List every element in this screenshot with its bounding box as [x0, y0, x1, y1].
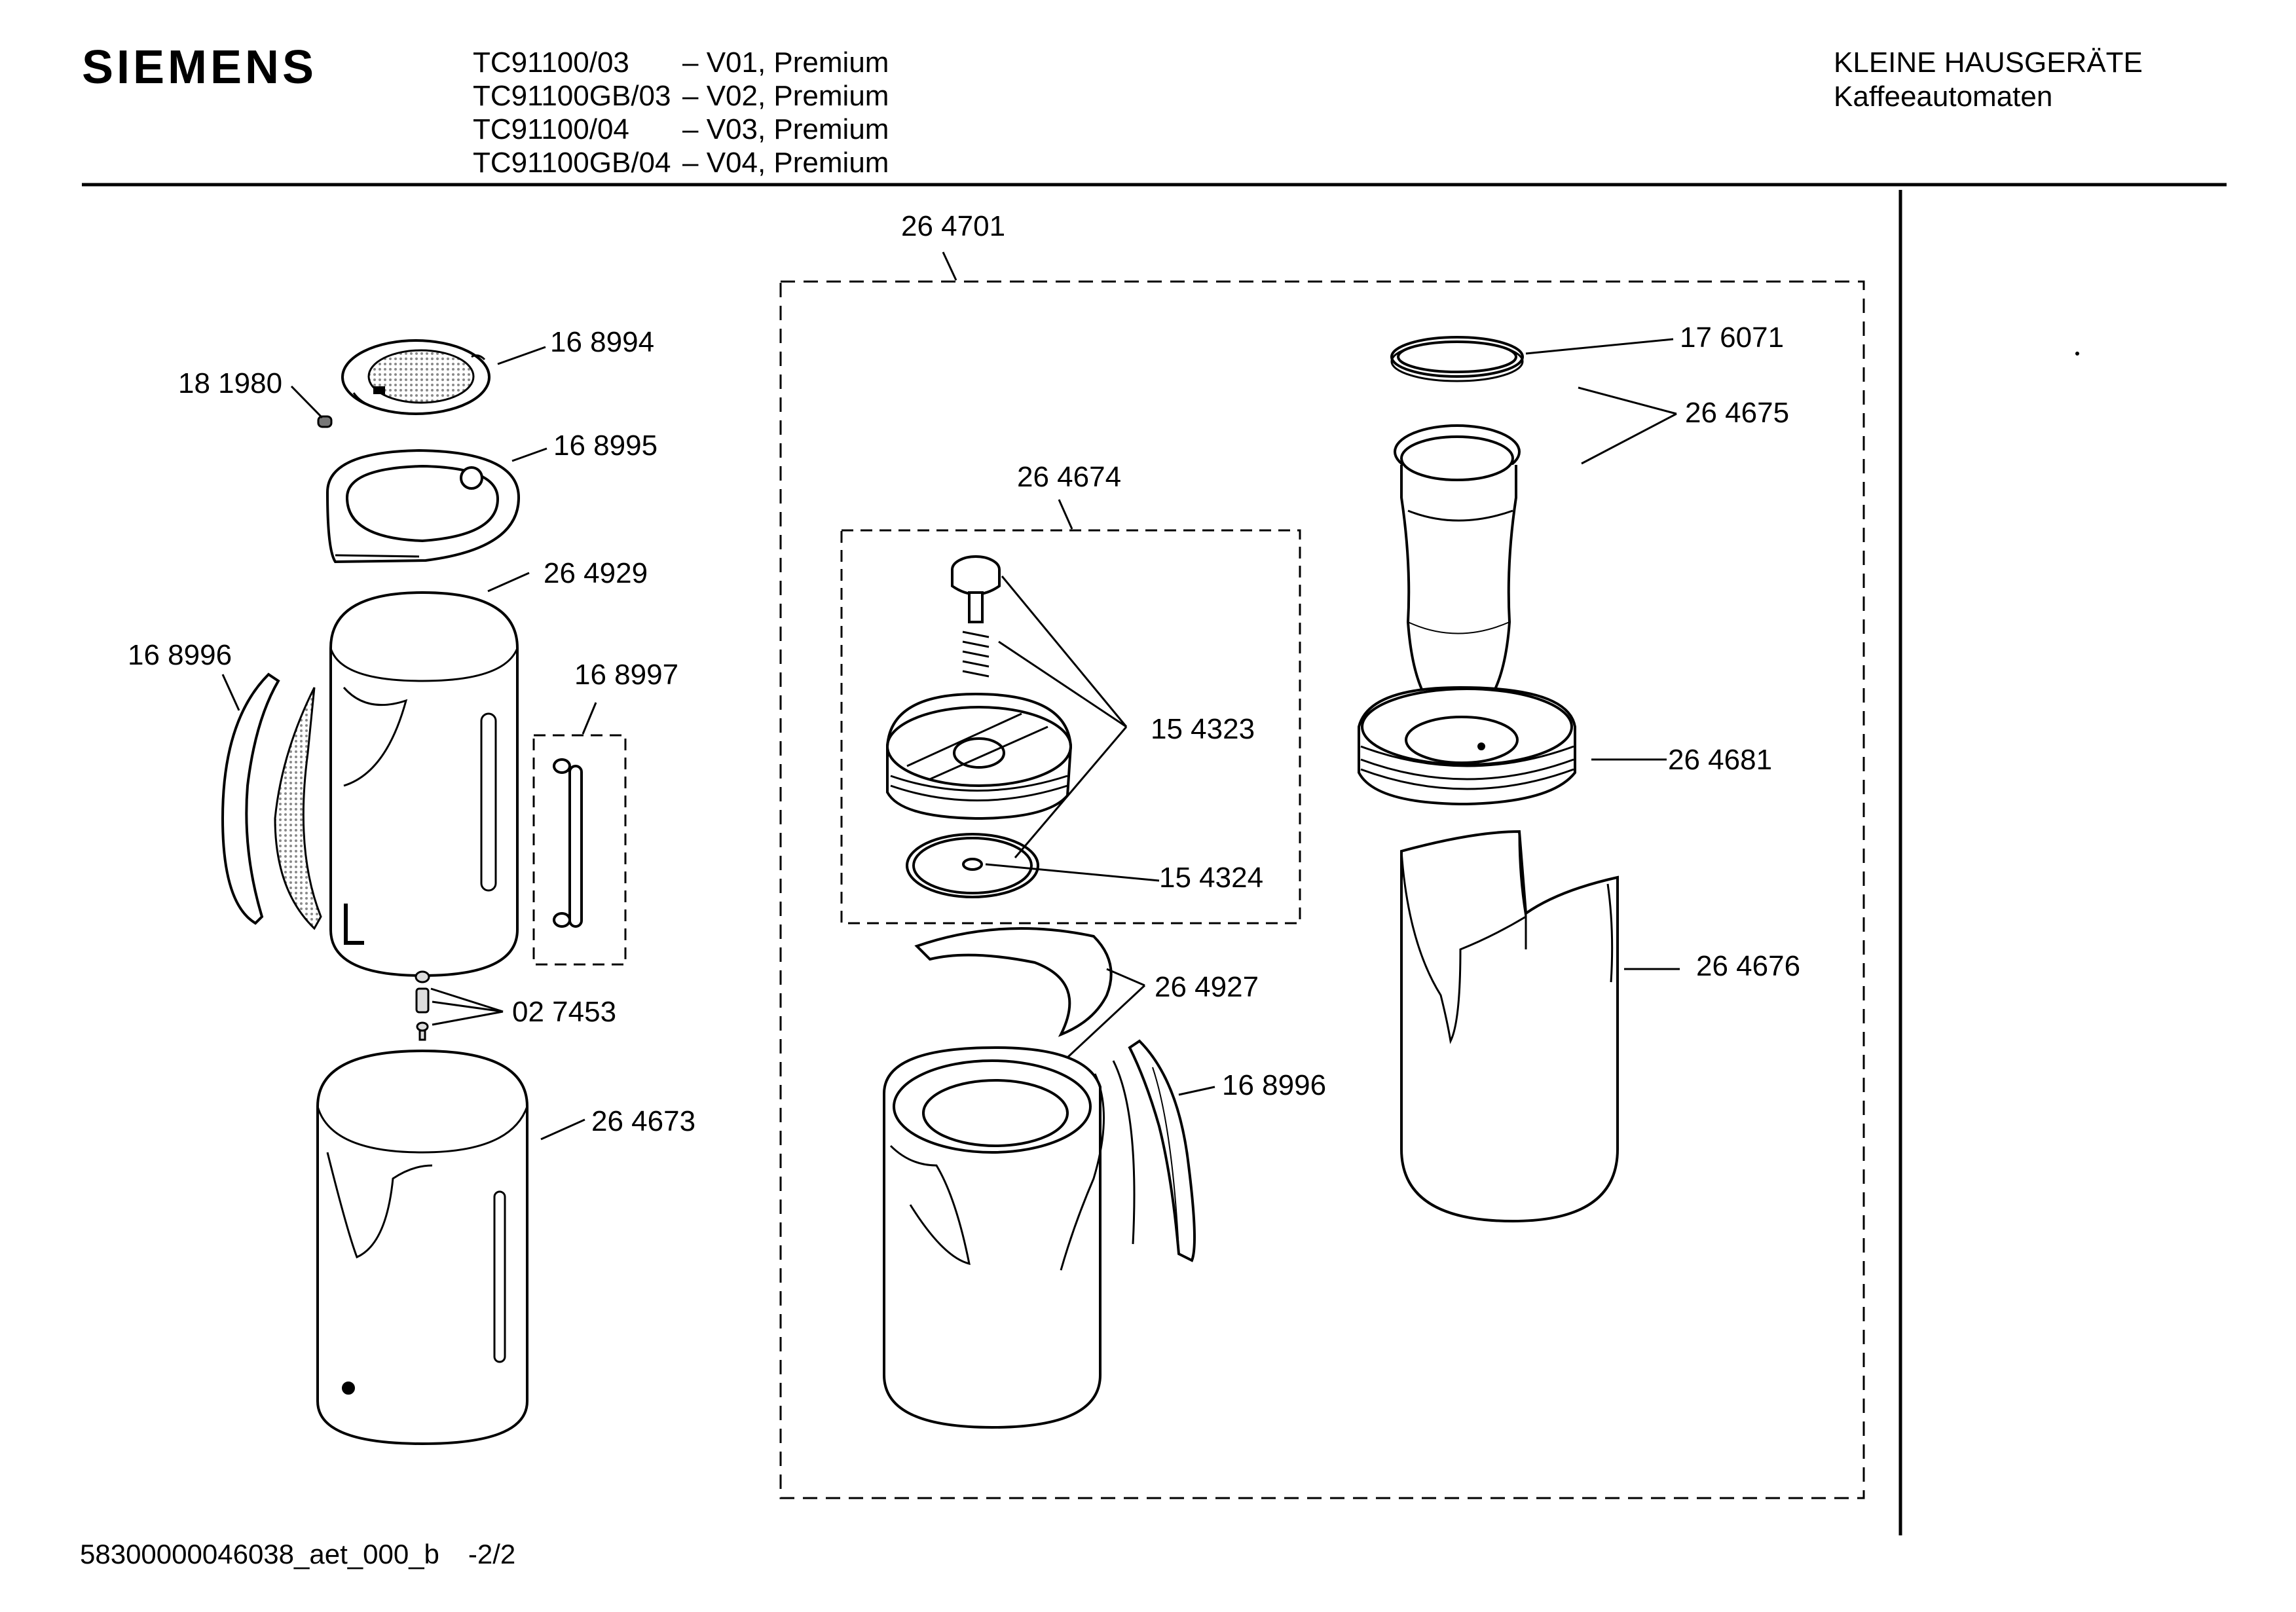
handle-right-part: [1112, 1039, 1196, 1262]
model-code: TC91100/04: [473, 113, 629, 145]
lid-disc-part: [341, 339, 491, 415]
model-list: TC91100/03 – V01, Premium TC91100GB/03 – V…: [473, 46, 889, 179]
model-row: TC91100/03 – V01, Premium: [473, 46, 889, 79]
siemens-logo: SIEMENS: [82, 41, 318, 94]
label-264674: 26 4674: [1017, 461, 1121, 493]
group-box-264674: [840, 529, 1301, 925]
valve-knob-part: [951, 555, 1001, 678]
label-168996-right: 16 8996: [1222, 1069, 1326, 1101]
glass-vessel-part: [1394, 424, 1521, 725]
label-264929: 26 4929: [544, 557, 648, 589]
category-subtitle: Kaffeeautomaten: [1834, 81, 2053, 113]
jug-body-part: [883, 1046, 1105, 1429]
fastener-set-part: [415, 970, 430, 1041]
footer: 58300000046038_aet_000_b -2/2: [80, 1539, 515, 1570]
housing-body-part: [329, 591, 519, 978]
valve-seat-part: [886, 692, 1073, 820]
label-168997: 16 8997: [574, 659, 678, 691]
label-264673: 26 4673: [591, 1105, 695, 1137]
label-154324: 15 4324: [1159, 862, 1263, 894]
small-screw-part: [317, 415, 333, 428]
label-168994: 16 8994: [550, 326, 654, 358]
leader-lines: [221, 251, 1680, 1141]
label-264676: 26 4676: [1696, 950, 1800, 982]
model-row: TC91100GB/04 – V04, Premium: [473, 146, 889, 179]
group-box-168997: [532, 734, 627, 966]
model-code: TC91100GB/03: [473, 80, 671, 112]
outer-sleeve-part: [1400, 830, 1619, 1223]
page-number: -2/2: [468, 1539, 516, 1569]
model-variant: – V03, Premium: [682, 113, 889, 145]
rod-part: [553, 758, 583, 928]
category-title: KLEINE HAUSGERÄTE: [1834, 46, 2143, 79]
lid-ring-part: [325, 449, 521, 564]
document-id: 58300000046038_aet_000_b: [80, 1539, 439, 1569]
label-264701: 26 4701: [901, 210, 1005, 242]
label-168995: 16 8995: [553, 430, 657, 462]
label-181980: 18 1980: [178, 367, 282, 399]
label-264681: 26 4681: [1668, 744, 1772, 776]
model-code: TC91100GB/04: [473, 147, 671, 179]
group-box-264701: [779, 280, 1865, 1499]
label-027453: 02 7453: [512, 996, 616, 1028]
label-264927: 26 4927: [1155, 971, 1259, 1003]
model-variant: – V04, Premium: [682, 147, 889, 179]
model-row: TC91100GB/03 – V02, Premium: [473, 79, 889, 113]
label-154323: 15 4323: [1151, 713, 1255, 745]
collar-ring-part: [914, 927, 1113, 1037]
lower-housing-part: [316, 1049, 528, 1446]
filter-base-part: [1358, 686, 1576, 806]
model-variant: – V01, Premium: [682, 46, 889, 79]
model-row: TC91100/04 – V03, Premium: [473, 113, 889, 146]
model-code: TC91100/03: [473, 46, 629, 79]
stray-dot: [2075, 352, 2079, 356]
gasket-ring-part: [1390, 336, 1524, 382]
model-variant: – V02, Premium: [682, 80, 889, 112]
label-168996-left: 16 8996: [128, 639, 232, 671]
seal-disc-part: [906, 833, 1039, 898]
label-176071: 17 6071: [1680, 321, 1784, 354]
category-block: KLEINE HAUSGERÄTE Kaffeeautomaten: [1834, 46, 2143, 114]
handle-left-part: [221, 672, 322, 930]
label-264675: 26 4675: [1685, 397, 1789, 429]
